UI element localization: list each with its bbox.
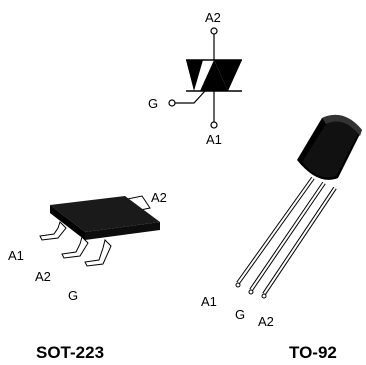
sot223-label-a1: A1 [8, 248, 24, 263]
sot223-package: A2 A1 A2 G SOT-223 [8, 190, 167, 362]
symbol-triangle-down [214, 60, 242, 91]
sot223-body-top [50, 196, 160, 232]
to92-name: TO-92 [289, 343, 337, 362]
sot223-name: SOT-223 [36, 343, 104, 362]
to92-lead-a2 [263, 187, 336, 295]
to92-label-a2: A2 [258, 314, 274, 329]
sot223-lead-a2 [61, 236, 89, 259]
to92-lead-end-a2 [261, 293, 267, 299]
symbol-label-g: G [148, 96, 158, 111]
symbol-triangle-left [186, 60, 203, 91]
to92-label-a1: A1 [201, 294, 217, 309]
sot223-body-front [85, 222, 160, 240]
symbol-gate-lead [175, 90, 206, 104]
symbol-terminal-g [168, 99, 176, 107]
symbol-terminal-a1 [210, 121, 218, 129]
symbol-terminal-a2 [210, 27, 218, 35]
to92-lead-end-g [248, 289, 254, 295]
to92-body-highlight [322, 114, 362, 136]
to92-lead-g [250, 182, 325, 291]
symbol-label-a1: A1 [206, 132, 222, 147]
to92-label-g: G [235, 307, 245, 322]
to92-package: A1 G A2 TO-92 [201, 114, 362, 362]
sot223-label-g: G [68, 288, 78, 303]
symbol-triangle-up [200, 60, 228, 91]
sot223-lead-g [84, 239, 112, 267]
triac-symbol: A2 A1 G [148, 10, 242, 147]
symbol-label-a2: A2 [205, 10, 221, 25]
sot223-label-a2: A2 [35, 269, 51, 284]
sot223-body-left [50, 205, 85, 240]
to92-body-face [302, 121, 358, 178]
to92-lead-a1 [237, 177, 314, 284]
to92-lead-end-a1 [235, 282, 241, 288]
sot223-lead-a1 [39, 221, 67, 241]
sot223-label-a2-tab: A2 [151, 190, 167, 205]
